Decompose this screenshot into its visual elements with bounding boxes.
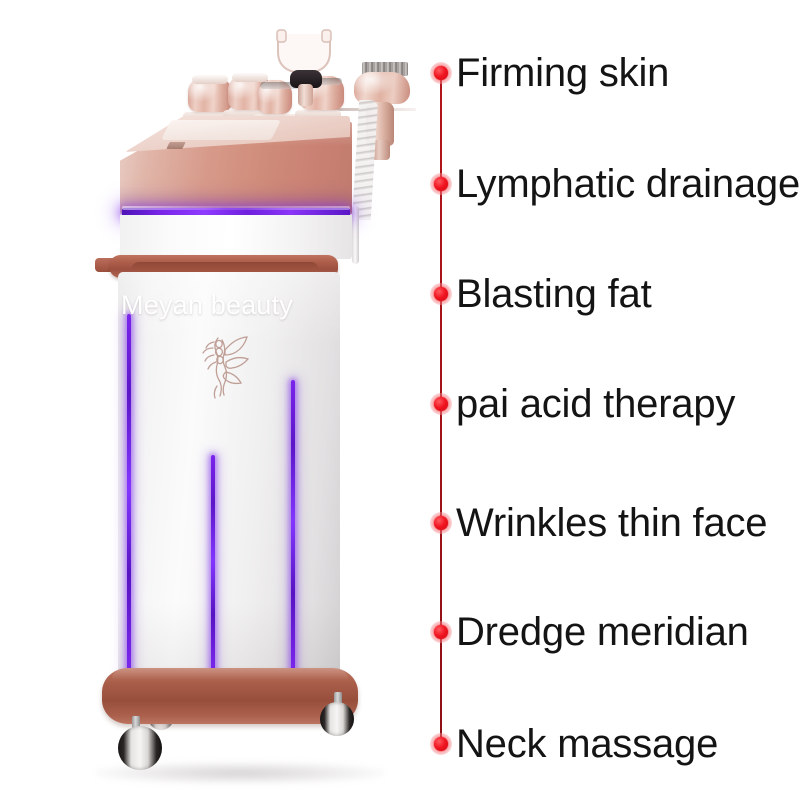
feature-bullet-icon [430,393,452,415]
feature-label: Firming skin [456,51,670,95]
cable-tail [352,206,359,264]
feature-bullet-icon [430,62,452,84]
floor-shadow [95,762,385,784]
applicator-neck [298,84,313,106]
feature-item: Firming skin [430,51,669,95]
feature-bullet-icon [430,283,452,305]
caster-stem [334,692,342,706]
horizontal-led-strip [122,208,350,217]
led-gloss [122,206,350,210]
handpiece-ring [260,82,300,89]
handpiece-ring [302,78,342,85]
butterfly-decal [192,328,262,408]
product-image: Meyan beauty [0,0,430,800]
feature-label: Blasting fat [456,272,652,316]
applicator-base [290,70,322,88]
handpiece-cap [232,73,268,82]
caster-stem [132,716,140,730]
machine-mid-band [120,215,352,259]
feature-item: Blasting fat [430,272,652,316]
handpiece-cap [192,75,228,84]
feature-item: Wrinkles thin face [430,501,768,545]
vertical-led-strip-left [127,314,131,676]
base-highlight [112,668,348,680]
feature-bullet-icon [430,733,452,755]
u-shape-applicator [268,28,340,106]
caster-wheel [320,702,354,736]
feature-bullet-icon [430,512,452,534]
vertical-led-strip-right [291,380,295,676]
feature-label: Wrinkles thin face [456,501,768,545]
brand-watermark: Meyan beauty [121,290,294,320]
feature-item: Lymphatic drainage [430,162,800,206]
u-shape-applicator-icon [276,29,332,73]
feature-bullet-icon [430,173,452,195]
feature-label: Dredge meridian [456,610,749,654]
feature-label: Lymphatic drainage [456,162,800,206]
handpiece-cradle [295,110,341,121]
handle-inner-groove [132,262,318,274]
handpiece-cradle [223,110,269,121]
caster-wheel [118,726,162,770]
feature-label: pai acid therapy [456,382,736,426]
feature-label: Neck massage [456,722,719,766]
vertical-led-strip-middle [211,455,215,676]
machine-control-panel [161,120,281,140]
feature-item: pai acid therapy [430,382,735,426]
feature-bullet-icon [430,621,452,643]
machine-base-pedestal [102,668,358,724]
machine-cabinet [118,272,340,676]
feature-item: Dredge meridian [430,610,749,654]
machine-logo-badge [166,142,186,149]
butterfly-decal-icon [202,336,250,399]
handpiece-head [354,72,410,104]
feature-item: Neck massage [430,722,718,766]
